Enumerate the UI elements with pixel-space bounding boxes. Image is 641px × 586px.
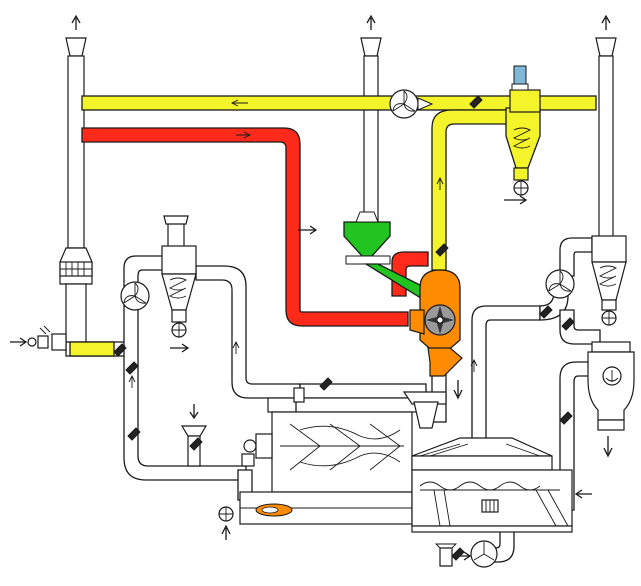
cyclone-separator-icon xyxy=(161,215,197,353)
exhaust-stack-left xyxy=(59,14,93,345)
fan-icon xyxy=(120,281,150,311)
fan-icon xyxy=(434,540,498,568)
feed-hopper-green xyxy=(298,211,431,301)
cyclone-separator-right xyxy=(587,235,635,458)
flow-arrow-icon xyxy=(128,99,528,388)
damper-icon xyxy=(113,95,575,561)
air-intake-funnel xyxy=(180,404,208,467)
yellow-cyclone xyxy=(505,65,541,196)
mixing-drum xyxy=(241,387,447,493)
roaster-rotor xyxy=(424,304,456,336)
exhaust-stack-middle xyxy=(360,14,382,223)
inlet-valve-cluster xyxy=(10,325,67,351)
fan-icon xyxy=(545,269,575,299)
exhaust-duct-yellow xyxy=(69,65,597,357)
exhaust-stack-right xyxy=(595,14,617,243)
fan-icon xyxy=(389,89,434,119)
stack-left-grille xyxy=(59,261,93,277)
cooling-hood xyxy=(411,437,592,533)
roaster-core-orange xyxy=(409,269,463,400)
burner-flame-icon xyxy=(218,491,413,540)
